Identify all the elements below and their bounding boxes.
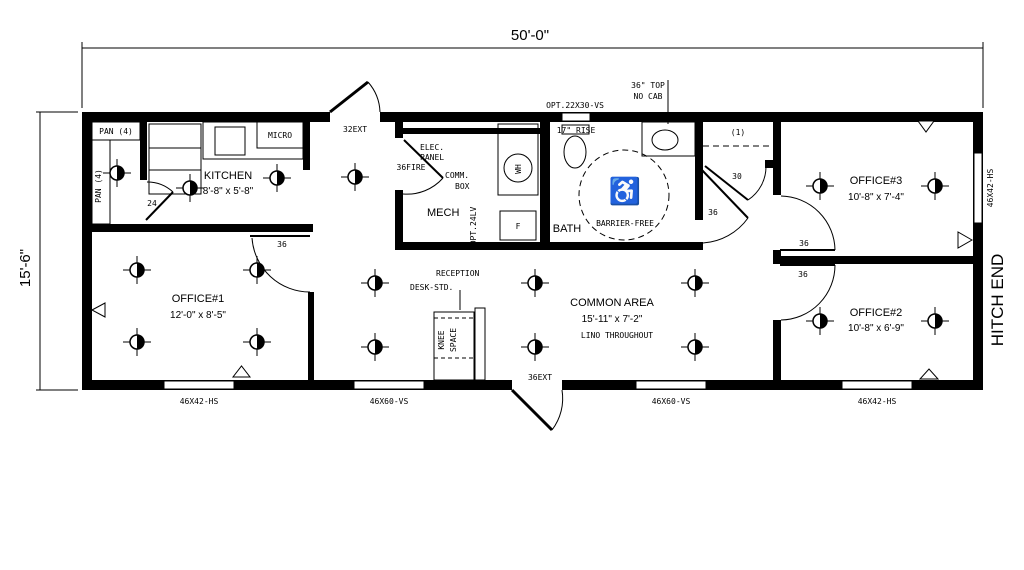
ceiling-light-icon <box>681 333 709 361</box>
bath-room-name: BATH <box>553 223 582 235</box>
outlet-icon <box>918 368 940 380</box>
interior-walls <box>92 122 973 380</box>
knee-space-label: KNEE <box>437 330 446 349</box>
ceiling-light-icon <box>806 307 834 335</box>
comm-box-label: COMM. <box>445 171 469 180</box>
common-area-name: COMMON AREA <box>570 297 654 309</box>
outlet-icon <box>90 302 106 318</box>
hitch-end-label: HITCH END <box>988 254 1007 347</box>
opt-24lv-label: OPT.24LV <box>469 207 478 246</box>
furnace-label: F <box>516 222 521 231</box>
window-label: 46X60-VS <box>370 397 409 406</box>
ceiling-light-icon <box>243 256 271 284</box>
shelf-label: (1) <box>731 128 745 137</box>
width-label: 50'-0" <box>511 27 549 44</box>
door-label: 36 <box>277 240 287 249</box>
door-label: 36FIRE <box>397 163 426 172</box>
ceiling-light-icon <box>176 174 204 202</box>
elec-panel-label: PANEL <box>420 153 444 162</box>
door-label: 36EXT <box>528 373 552 382</box>
accessibility-icon: ♿ <box>609 176 641 206</box>
toilet-icon <box>563 135 587 169</box>
pantry-label: PAN (4) <box>94 169 103 203</box>
outlet-icon <box>231 365 252 378</box>
doors <box>145 80 836 432</box>
water-heater-icon <box>503 153 533 183</box>
door-label: 36 <box>799 239 809 248</box>
ceiling-light-icon <box>361 333 389 361</box>
pantry-label: PAN (4) <box>99 127 133 136</box>
door-label: 36 <box>798 270 808 279</box>
height-label: 15'-6" <box>17 249 34 287</box>
window-label: 46X42-HS <box>986 169 995 208</box>
outlet-icon <box>957 231 974 249</box>
rise-label: 17" RISE <box>557 126 596 135</box>
office3-name: OFFICE#3 <box>850 175 903 187</box>
door-label: 24 <box>147 199 157 208</box>
ceiling-light-icon <box>341 163 369 191</box>
lavatory-icon <box>651 129 679 151</box>
ceiling-light-icon <box>243 328 271 356</box>
ceiling-light-icon <box>681 269 709 297</box>
door-label: 36 <box>708 208 718 217</box>
comm-box-label: BOX <box>455 182 470 191</box>
reception-desk <box>433 290 486 381</box>
top-label: 36" TOP <box>631 81 665 90</box>
light-fixtures <box>103 159 949 361</box>
width-dimension: 50'-0" <box>81 27 984 108</box>
reception-label: RECEPTION <box>436 269 480 278</box>
ceiling-light-icon <box>921 307 949 335</box>
furnace-icon <box>499 210 537 241</box>
kitchen-fixtures <box>91 121 304 225</box>
kitchen-size: 8'-8" x 5'-8" <box>203 186 254 197</box>
outlets <box>90 120 974 380</box>
sink-icon <box>214 126 246 156</box>
windows <box>163 112 983 390</box>
ceiling-light-icon <box>103 159 131 187</box>
window-label: 46X42-HS <box>858 397 897 406</box>
ceiling-light-icon <box>806 172 834 200</box>
micro-label: MICRO <box>268 131 292 140</box>
knee-space-label: SPACE <box>449 328 458 352</box>
door-label: 32EXT <box>343 125 367 134</box>
ceiling-light-icon <box>921 172 949 200</box>
ceiling-light-icon <box>123 328 151 356</box>
window-label: 46X42-HS <box>180 397 219 406</box>
mech-fixtures <box>497 121 773 241</box>
height-dimension: 15'-6" <box>17 111 78 391</box>
ceiling-light-icon <box>123 256 151 284</box>
office1-size: 12'-0" x 8'-5" <box>170 310 226 321</box>
reception-label: DESK-STD. <box>410 283 453 292</box>
office1-name: OFFICE#1 <box>172 293 225 305</box>
common-area-size: 15'-11" x 7'-2" <box>582 314 643 325</box>
barrier-free-label: BARRIER-FREE <box>596 219 654 228</box>
elec-panel-label: ELEC. <box>420 143 444 152</box>
ceiling-light-icon <box>361 269 389 297</box>
ceiling-light-icon <box>263 164 291 192</box>
ceiling-light-icon <box>521 333 549 361</box>
common-area-note: LINO THROUGHOUT <box>581 331 653 340</box>
office2-size: 10'-8" x 6'-9" <box>848 323 904 334</box>
mech-room-name: MECH <box>427 207 459 219</box>
exterior-walls <box>82 112 983 390</box>
kitchen-name: KITCHEN <box>204 170 252 182</box>
turning-circle <box>578 149 670 241</box>
door-label: 30 <box>732 172 742 181</box>
office3-size: 10'-8" x 7'-4" <box>848 192 904 203</box>
office2-name: OFFICE#2 <box>850 307 903 319</box>
top-label: NO CAB <box>634 92 663 101</box>
outlet-icon <box>917 120 935 133</box>
window-label: 46X60-VS <box>652 397 691 406</box>
wh-label: WH <box>514 164 523 174</box>
ceiling-light-icon <box>521 269 549 297</box>
opt-window-label: OPT.22X30-VS <box>546 101 604 110</box>
